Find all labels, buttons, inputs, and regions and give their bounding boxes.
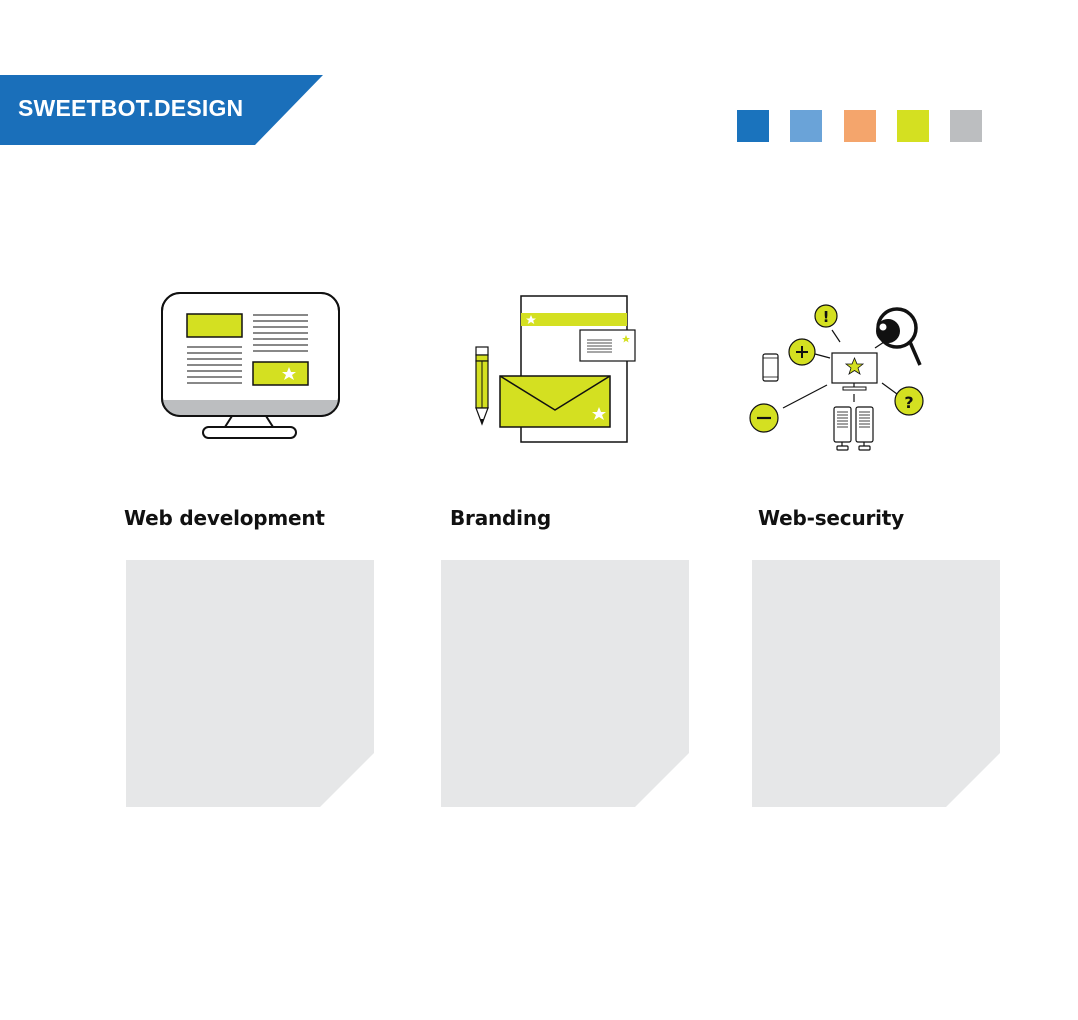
swatch-blue xyxy=(737,110,769,142)
service-title-branding: Branding xyxy=(450,506,551,530)
svg-text:?: ? xyxy=(904,393,913,412)
service-card-web-development xyxy=(126,560,374,807)
service-title-web-security: Web-security xyxy=(758,506,905,530)
swatch-orange xyxy=(844,110,876,142)
branding-icon xyxy=(475,295,636,443)
svg-text:!: ! xyxy=(823,308,830,326)
monitor-icon xyxy=(161,292,340,439)
swatch-lime xyxy=(897,110,929,142)
swatch-gray xyxy=(950,110,982,142)
brand-banner-shape xyxy=(0,75,323,145)
service-title-web-development: Web development xyxy=(124,506,325,530)
color-palette xyxy=(737,110,997,142)
brand-name: SWEETBOT.DESIGN xyxy=(18,95,244,121)
service-card-web-security xyxy=(752,560,1000,807)
brand-banner: SWEETBOT.DESIGN xyxy=(0,0,340,160)
network-security-icon: ! ? xyxy=(749,304,924,451)
service-card-branding xyxy=(441,560,689,807)
swatch-light-blue xyxy=(790,110,822,142)
